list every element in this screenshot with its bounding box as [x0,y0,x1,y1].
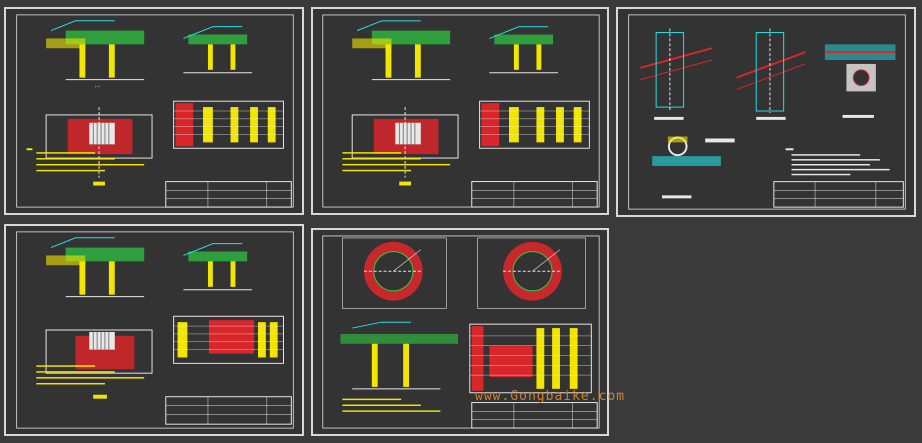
drawing-sheet-5[interactable] [311,228,609,436]
drawing-sheet-3[interactable] [616,7,916,217]
cad-drawing-1: I—I [16,14,294,208]
cad-drawing-2 [322,14,600,208]
drawing-sheet-1[interactable]: I—I [4,7,304,215]
cad-drawing-5 [322,235,600,429]
svg-text:I—I: I—I [95,84,100,88]
drawing-sheet-2[interactable] [311,7,609,215]
cad-drawing-4 [16,231,294,429]
watermark-text: www.Gongbaike.com [475,389,626,404]
cad-drawing-3 [628,14,906,210]
drawing-sheet-4[interactable] [4,224,304,436]
